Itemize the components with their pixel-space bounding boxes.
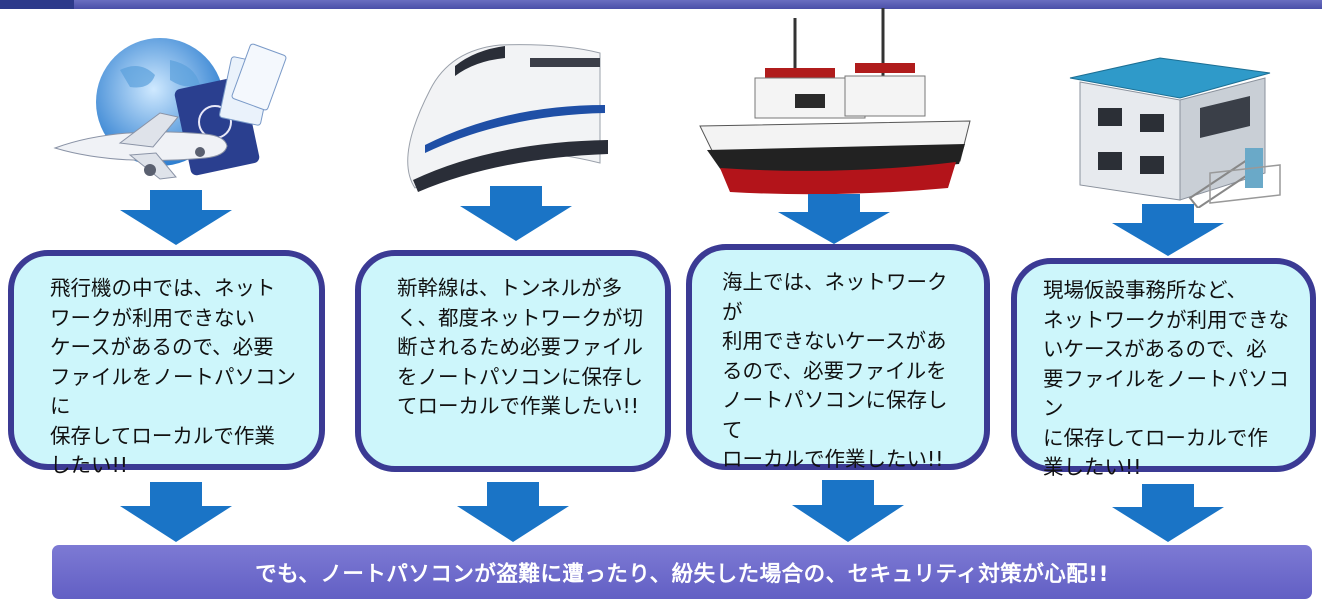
prefab-office-icon [1069,57,1281,208]
scenario-box-site-office: 現場仮設事務所など、 ネットワークが利用できな いケースがあるので、必 要ファイ… [1011,258,1316,479]
down-arrow-icon [460,186,572,241]
conclusion-banner: でも、ノートパソコンが盗難に遭ったり、紛失した場合の、セキュリティ対策が心配!! [52,545,1312,599]
scenario-box-ship: 海上では、ネットワークが 利用できないケースがあ るので、必要ファイルを ノート… [686,244,990,471]
down-arrow-icon [120,190,232,245]
down-arrow-icon [1112,484,1224,542]
scenario-box-airplane: 飛行機の中では、ネット ワークが利用できない ケースがあるので、必要 ファイルを… [8,250,325,477]
down-arrow-icon [778,194,890,244]
header-bar [0,0,1322,9]
ship-icon [699,8,971,195]
down-arrow-icon [792,480,904,542]
header-tab [0,0,74,9]
down-arrow-icon [1112,204,1224,256]
shinkansen-icon [407,44,608,192]
conclusion-text: でも、ノートパソコンが盗難に遭ったり、紛失した場合の、セキュリティ対策が心配!! [255,561,1109,587]
scenario-box-shinkansen: 新幹線は、トンネルが多 く、都度ネットワークが切 断されるため必要ファイル をノ… [355,250,671,472]
airplane-passport-icon [53,38,287,180]
down-arrow-icon [457,482,569,542]
down-arrow-icon [120,482,232,542]
